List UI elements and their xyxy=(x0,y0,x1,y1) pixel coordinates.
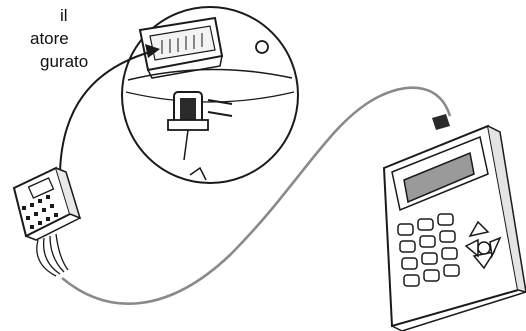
connector-plug-icon xyxy=(14,168,80,276)
handheld-tester-icon xyxy=(384,114,526,331)
